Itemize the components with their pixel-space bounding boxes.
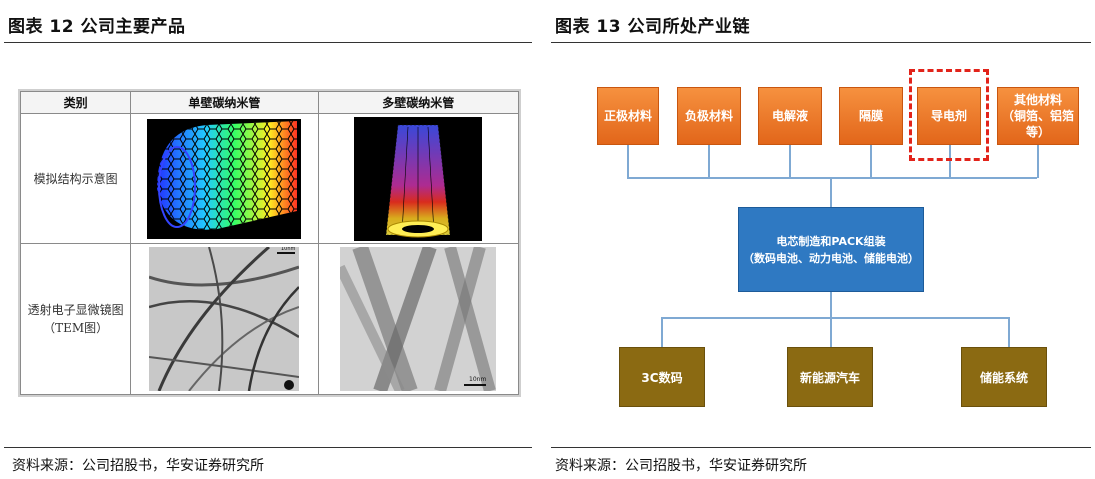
downstream-label-3c: 3C数码 [641,370,683,385]
upstream-label-cathode: 正极材料 [603,109,652,123]
upstream-box-electrolyte: 电解液 [758,87,822,145]
connector-up-1 [627,145,629,178]
row-label-model-text: 模拟结构示意图 [33,171,118,186]
right-title-rule [551,42,1091,43]
upstream-label-anode: 负极材料 [684,109,733,123]
connector-up-2 [708,145,710,178]
connector-up-6 [1037,145,1039,178]
connector-downstream-bus [661,317,1009,319]
cell-mwcnt-model [317,112,520,245]
mwcnt-scale-label: 10nm [469,376,487,384]
row-label-tem: 透射电子显微镜图 （TEM图） [19,243,132,395]
header-single-wall: 单壁碳纳米管 [130,91,319,114]
upstream-box-other-materials: 其他材料 （铜箔、铝箔等） [997,87,1079,145]
table-row-tem: 透射电子显微镜图 （TEM图） [19,243,520,395]
connector-up-to-center [830,177,832,207]
row-label-model: 模拟结构示意图 [19,112,132,245]
cell-swcnt-model [130,112,319,245]
left-title-rule [4,42,532,43]
products-table-frame: 类别 单壁碳纳米管 多壁碳纳米管 模拟结构示意图 [18,89,521,397]
header-category: 类别 [19,91,132,114]
table-row-model: 模拟结构示意图 [19,112,520,245]
upstream-label-electrolyte: 电解液 [771,109,808,123]
swcnt-tem-image: 10nm [149,247,300,392]
swcnt-model-image [147,118,302,239]
upstream-label-other-1: 其他材料 [1013,93,1062,107]
row-label-tem-line1: 透射电子显微镜图 [27,303,124,318]
upstream-label-separator: 隔膜 [858,109,883,123]
mwcnt-model-image [354,116,483,241]
downstream-box-3c: 3C数码 [619,347,705,407]
industry-chain-diagram: 正极材料 负极材料 电解液 隔膜 导电剂 其他材料 （铜箔、铝箔等） 电芯制造和… [551,55,1091,435]
cell-swcnt-tem: 10nm [130,243,319,395]
midstream-line1: 电芯制造和PACK组装 [776,234,886,248]
midstream-box: 电芯制造和PACK组装 （数码电池、动力电池、储能电池） [738,207,924,292]
highlight-dashed-frame [909,69,989,161]
connector-down-2 [830,317,832,347]
mwcnt-tem-image: 10nm [340,247,497,392]
connector-up-4 [870,145,872,178]
upstream-label-other-2: （铜箔、铝箔等） [1001,109,1074,139]
midstream-line2: （数码电池、动力电池、储能电池） [743,251,919,265]
upstream-box-cathode: 正极材料 [597,87,659,145]
upstream-box-separator: 隔膜 [839,87,903,145]
table-header-row: 类别 单壁碳纳米管 多壁碳纳米管 [19,91,520,114]
downstream-label-storage: 储能系统 [979,370,1028,385]
upstream-box-anode: 负极材料 [677,87,741,145]
connector-upstream-bus [627,177,1037,179]
connector-down-3 [1008,317,1010,347]
left-figure-source: 资料来源：公司招股书，华安证券研究所 [12,458,264,474]
right-figure-source: 资料来源：公司招股书，华安证券研究所 [555,458,807,474]
connector-up-3 [789,145,791,178]
left-figure-title: 图表 12 公司主要产品 [8,17,186,37]
downstream-box-storage: 储能系统 [961,347,1047,407]
upstream-box-conductive-agent: 导电剂 [917,87,981,145]
left-bottom-rule [4,447,532,448]
right-bottom-rule [551,447,1091,448]
row-label-tem-line2: （TEM图） [43,321,109,336]
header-multi-wall: 多壁碳纳米管 [317,91,520,114]
right-figure-title: 图表 13 公司所处产业链 [555,17,750,37]
connector-down-1 [661,317,663,347]
products-table: 类别 单壁碳纳米管 多壁碳纳米管 模拟结构示意图 [19,91,520,395]
downstream-label-nev: 新能源汽车 [799,370,860,385]
cell-mwcnt-tem: 10nm [317,243,520,395]
connector-up-5 [949,145,951,178]
connector-center-to-down [830,292,832,318]
upstream-label-conductive-agent: 导电剂 [930,109,967,123]
swcnt-scale-label: 10nm [281,247,296,253]
downstream-box-nev: 新能源汽车 [787,347,873,407]
